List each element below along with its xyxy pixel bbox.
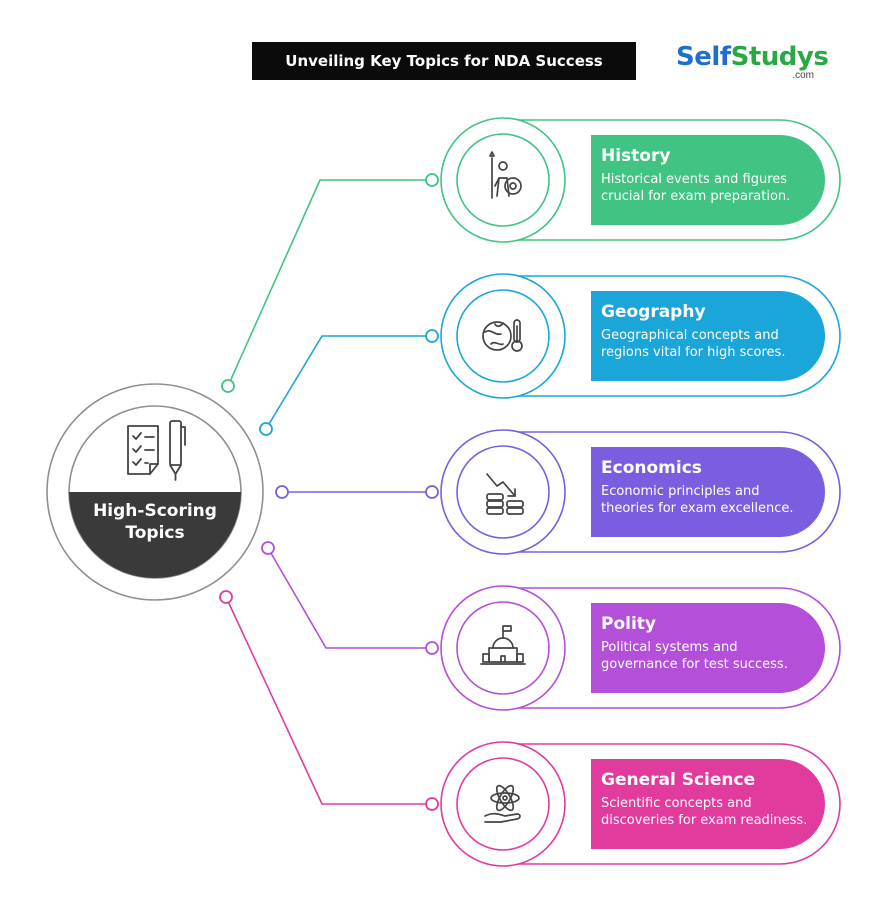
topic-description: Political systems and governance for test… [601, 639, 815, 673]
title-bar: Unveiling Key Topics for NDA Success [252, 42, 636, 80]
topic-title: General Science [601, 770, 756, 790]
topic-ring-general-science [440, 741, 841, 867]
connector-science [225, 596, 432, 805]
topic-description-line2: crucial for exam preparation. [601, 189, 791, 204]
topic-title: Polity [601, 614, 657, 634]
dot-polity-end [425, 641, 439, 655]
topic-title: Economics [601, 458, 702, 478]
dot-history-end [425, 173, 439, 187]
dot-science-start [219, 590, 233, 604]
topic-description-line1: Political systems and [601, 640, 738, 655]
warrior-icon [489, 151, 522, 199]
topic-description: Geographical concepts and regions vital f… [601, 327, 815, 361]
atom-hand-icon [484, 784, 521, 823]
topic-ring-geography [440, 273, 841, 399]
topic-description: Historical events and figures crucial for… [601, 171, 815, 205]
dot-economics-start [275, 485, 289, 499]
page-title: Unveiling Key Topics for NDA Success [285, 52, 603, 70]
logo-self-text: Self [676, 42, 731, 72]
center-hub [46, 383, 264, 601]
selfstudys-logo: SelfStudys .com [676, 42, 829, 86]
logo-studys-text: Studys [730, 42, 829, 72]
globe-thermometer-icon [482, 319, 523, 352]
topic-ring-economics [440, 429, 841, 555]
dot-geography-end [425, 329, 439, 343]
topic-description-line1: Historical events and figures [601, 172, 788, 187]
center-label-line1: High-Scoring [93, 501, 217, 521]
center-label-line2: Topics [125, 523, 185, 543]
connector-polity [267, 547, 432, 649]
parliament-icon [480, 625, 526, 665]
topic-ring-polity [440, 585, 841, 711]
topic-description-line2: discoveries for exam readiness. [601, 813, 808, 828]
topic-description-line2: theories for exam excellence. [601, 501, 794, 516]
dot-history-start [221, 379, 235, 393]
dot-polity-start [261, 541, 275, 555]
topic-title: Geography [601, 302, 706, 322]
topic-description: Economic principles and theories for exam… [601, 483, 815, 517]
connector-geography [265, 335, 432, 430]
checklist-pen-icon [127, 420, 186, 481]
topic-description: Scientific concepts and discoveries for e… [601, 795, 815, 829]
topic-title: History [601, 146, 671, 166]
topic-description-line2: regions vital for high scores. [601, 345, 786, 360]
dot-geography-start [259, 422, 273, 436]
connector-history [227, 179, 432, 387]
dot-economics-end [425, 485, 439, 499]
topic-description-line2: governance for test success. [601, 657, 788, 672]
logo-com-text: .com [792, 70, 814, 81]
topic-ring-history [440, 117, 841, 243]
topic-description-line1: Scientific concepts and [601, 796, 752, 811]
topic-description-line1: Economic principles and [601, 484, 760, 499]
topic-description-line1: Geographical concepts and [601, 328, 779, 343]
coins-decline-icon [486, 473, 524, 515]
dot-science-end [425, 797, 439, 811]
